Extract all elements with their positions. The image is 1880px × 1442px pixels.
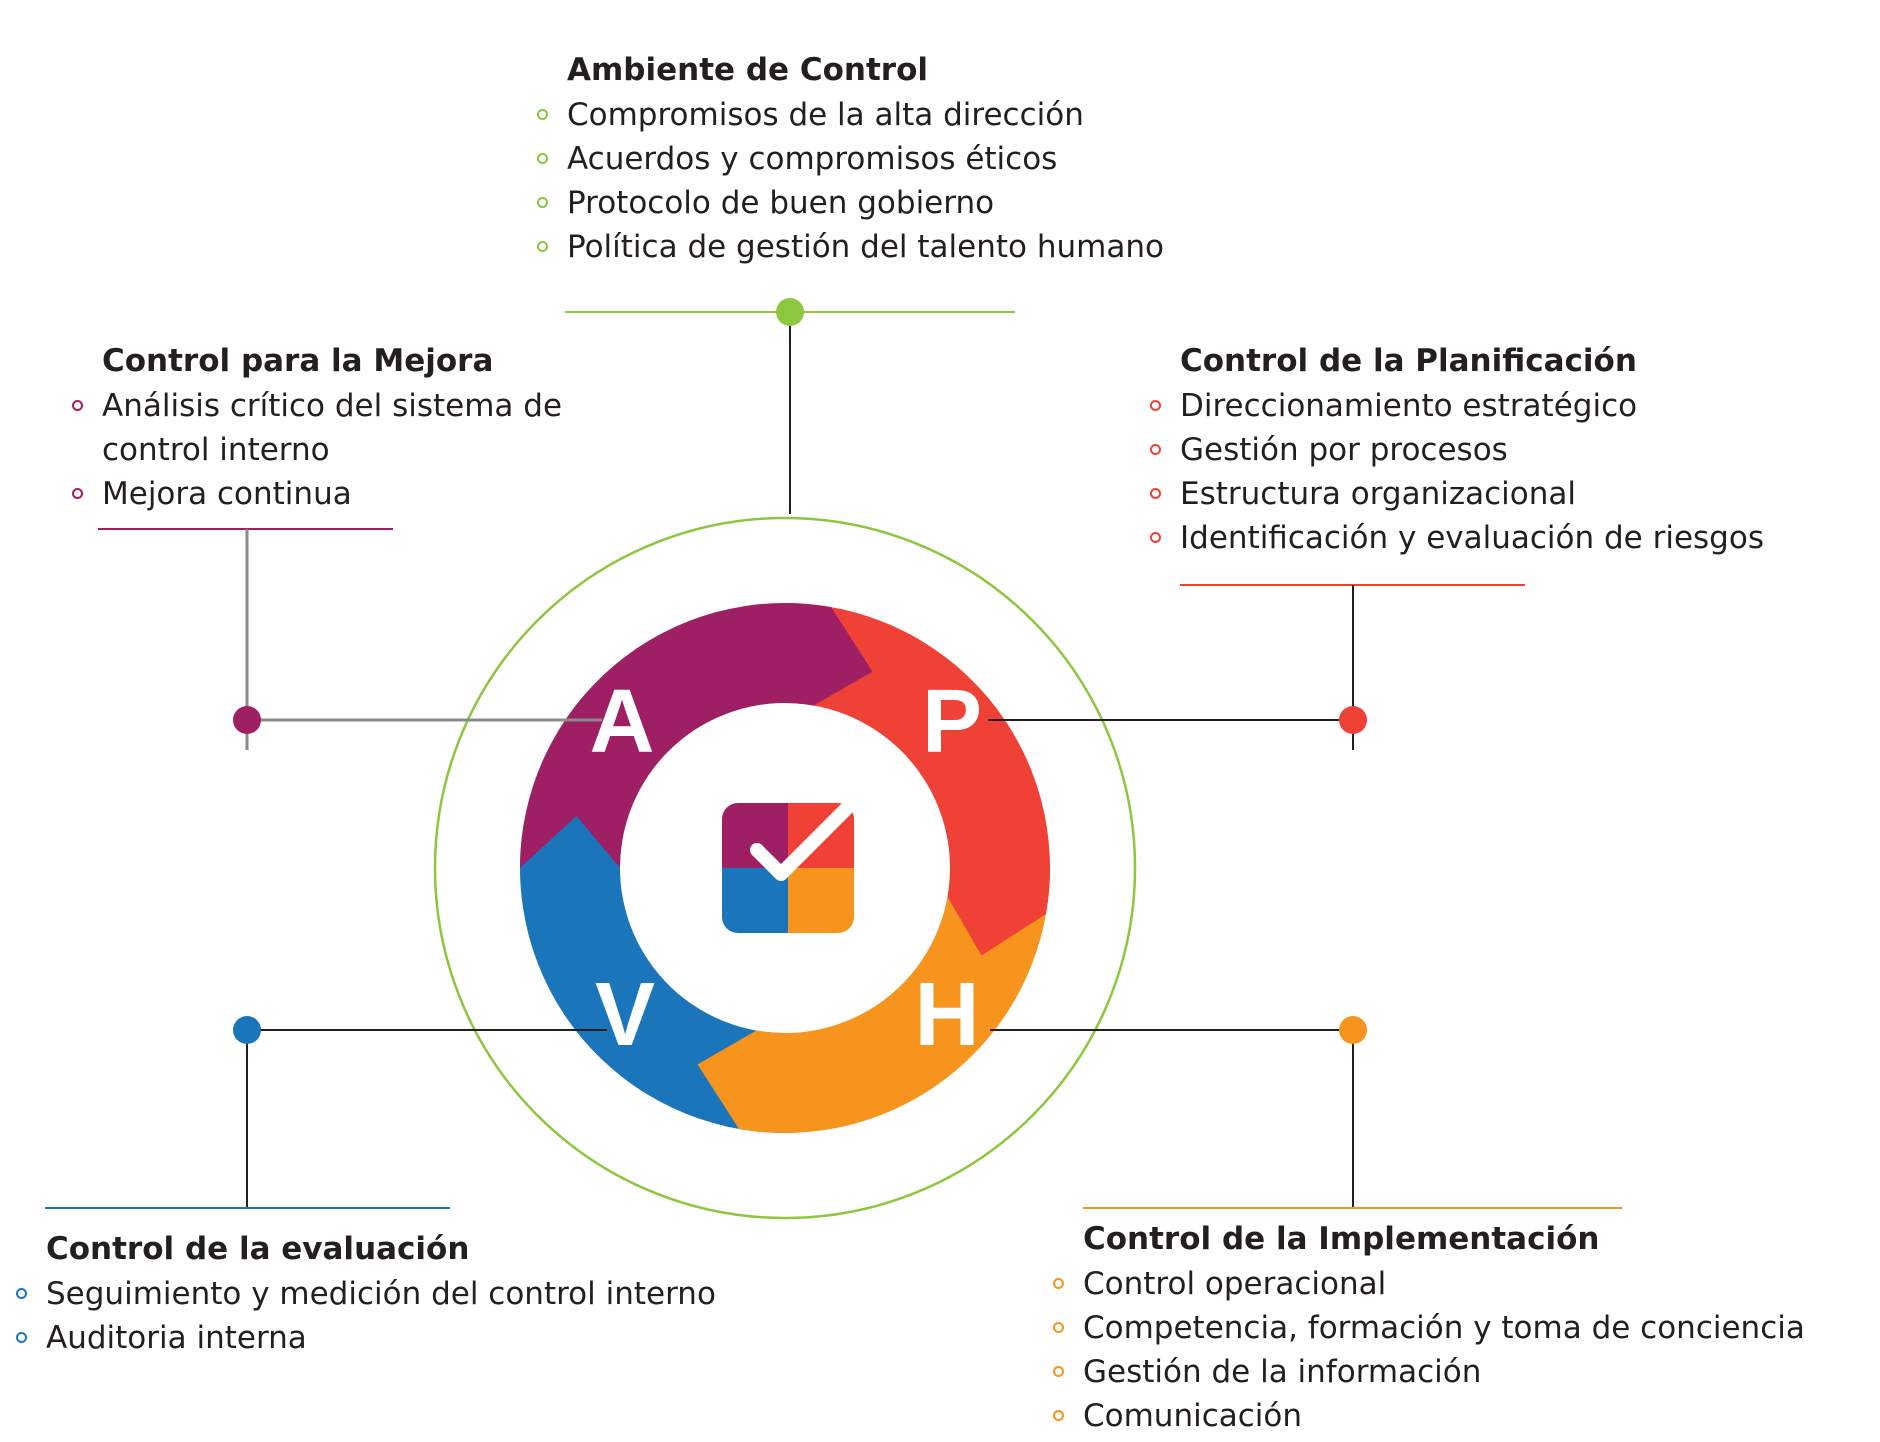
letter-h: H <box>915 965 980 1065</box>
list-item: Protocolo de buen gobierno <box>537 181 1164 225</box>
list-item: Seguimiento y medición del control inter… <box>16 1272 716 1316</box>
list-item: Compromisos de la alta dirección <box>537 93 1164 137</box>
ring-bullet-icon <box>1150 488 1161 499</box>
node-implementacion <box>1339 1016 1367 1044</box>
phva-ring <box>520 603 1050 1133</box>
letter-v: V <box>595 965 655 1065</box>
node-ambiente <box>776 298 804 326</box>
ring-bullet-icon <box>1053 1410 1064 1421</box>
outer-ring <box>433 516 1137 1220</box>
ring-segment-a <box>520 603 873 868</box>
section-planificacion: Control de la Planificación Direccionami… <box>1150 339 1764 560</box>
ring-segment-p <box>785 603 1050 956</box>
ring-bullet-icon <box>1053 1366 1064 1377</box>
connector-ambiente <box>565 298 1015 514</box>
list-item: Comunicación <box>1053 1394 1805 1438</box>
list-item: Política de gestión del talento humano <box>537 225 1164 269</box>
ring-segment-v <box>520 780 785 1133</box>
list-item-continuation: control interno <box>102 432 330 468</box>
node-planificacion <box>1339 706 1367 734</box>
list-item: Análisis crítico del sistema de <box>72 384 562 428</box>
node-mejora <box>233 706 261 734</box>
list-item: Estructura organizacional <box>1150 472 1764 516</box>
ring-bullet-icon <box>537 241 548 252</box>
list-item: Auditoria interna <box>16 1316 716 1360</box>
ring-bullet-icon <box>537 109 548 120</box>
connector-implementacion <box>990 1016 1622 1209</box>
connector-mejora <box>98 528 602 750</box>
ring-bullet-icon <box>16 1288 27 1299</box>
ring-bullet-icon <box>537 153 548 164</box>
ring-bullet-icon <box>1150 400 1161 411</box>
node-evaluacion <box>233 1016 261 1044</box>
list-item: Direccionamiento estratégico <box>1150 384 1764 428</box>
ring-bullet-icon <box>1150 444 1161 455</box>
list-item: Acuerdos y compromisos éticos <box>537 137 1164 181</box>
section-ambiente: Ambiente de Control Compromisos de la al… <box>537 48 1164 269</box>
list-item: Competencia, formación y toma de concien… <box>1053 1306 1805 1350</box>
section-title: Control de la evaluación <box>46 1231 470 1267</box>
section-mejora: Control para la Mejora Análisis crítico … <box>72 339 562 516</box>
section-title: Control de la Planificación <box>1180 343 1637 379</box>
ring-bullet-icon <box>72 488 83 499</box>
connector-evaluacion <box>45 1016 607 1209</box>
letter-a: A <box>590 672 655 772</box>
connector-planificacion <box>988 584 1525 750</box>
list-item: Control operacional <box>1053 1262 1805 1306</box>
item-list: Control operacional Competencia, formaci… <box>1053 1262 1805 1438</box>
ring-bullet-icon <box>1053 1278 1064 1289</box>
list-item: Identificación y evaluación de riesgos <box>1150 516 1764 560</box>
item-list: Compromisos de la alta dirección Acuerdo… <box>537 93 1164 269</box>
list-item: Mejora continua <box>72 472 562 516</box>
section-evaluacion: Control de la evaluación Seguimiento y m… <box>16 1227 716 1360</box>
item-list: Direccionamiento estratégico Gestión por… <box>1150 384 1764 560</box>
letter-p: P <box>922 672 982 772</box>
ring-segment-h <box>697 868 1050 1133</box>
list-item: Gestión por procesos <box>1150 428 1764 472</box>
item-list: Análisis crítico del sistema de control … <box>72 384 562 516</box>
list-item: Gestión de la información <box>1053 1350 1805 1394</box>
ring-bullet-icon <box>1150 532 1161 543</box>
section-implementacion: Control de la Implementación Control ope… <box>1053 1217 1805 1438</box>
ring-bullet-icon <box>537 197 548 208</box>
ring-bullet-icon <box>16 1332 27 1343</box>
checkmark-logo-icon <box>722 800 855 933</box>
ring-bullet-icon <box>72 400 83 411</box>
section-title: Ambiente de Control <box>567 52 928 88</box>
ring-bullet-icon <box>1053 1322 1064 1333</box>
section-title: Control para la Mejora <box>102 343 494 379</box>
section-title: Control de la Implementación <box>1083 1221 1600 1257</box>
item-list: Seguimiento y medición del control inter… <box>16 1272 716 1360</box>
